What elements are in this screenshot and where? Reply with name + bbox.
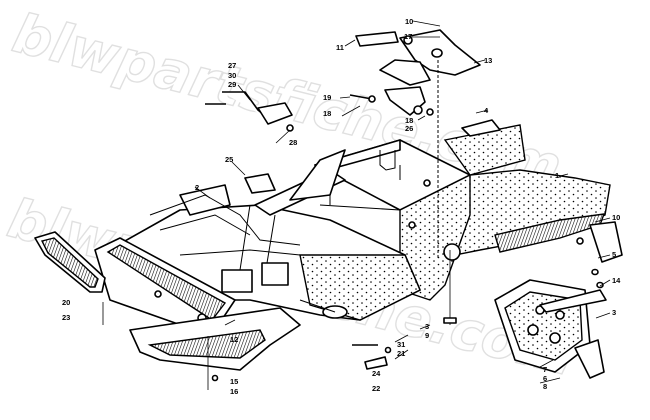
callout-10b: 10	[612, 213, 620, 222]
callout-25: 25	[225, 155, 233, 164]
callout-17: 17	[404, 32, 412, 41]
footrest	[494, 279, 607, 379]
callout-27: 27	[228, 61, 236, 70]
callout-1: 1	[555, 171, 559, 180]
callout-8: 8	[543, 382, 547, 391]
callout-10: 10	[405, 17, 413, 26]
callout-11: 11	[336, 43, 344, 52]
leader-lines	[194, 20, 611, 384]
steering-bracket	[355, 29, 481, 258]
left-bracket	[34, 231, 106, 325]
callout-19: 19	[323, 93, 331, 102]
right-bracket	[576, 221, 623, 289]
main-frame	[99, 149, 421, 321]
callout-3b: 3	[612, 308, 616, 317]
callout-labels: 10 17 11 13 4 1 2 25 27 30 29 28 19 18 1…	[62, 17, 621, 396]
callout-7: 7	[543, 365, 547, 374]
callout-21: 21	[397, 349, 405, 358]
plate-25	[244, 173, 276, 194]
callout-13: 13	[484, 56, 492, 65]
callout-18b: 18	[405, 116, 413, 125]
callout-4: 4	[484, 106, 489, 115]
callout-14: 14	[612, 276, 621, 285]
callout-30: 30	[228, 71, 236, 80]
callout-15: 15	[230, 377, 238, 386]
callout-6: 6	[543, 374, 547, 383]
callout-24: 24	[372, 369, 381, 378]
belly-pan	[129, 307, 301, 371]
callout-2: 2	[195, 183, 199, 192]
callout-31: 31	[397, 340, 405, 349]
linkage-parts	[349, 86, 434, 116]
callout-20: 20	[62, 298, 70, 307]
callout-26: 26	[405, 124, 413, 133]
front-bumper	[94, 237, 236, 331]
callout-23: 23	[62, 313, 70, 322]
plate-4	[461, 119, 501, 137]
callout-22: 22	[372, 384, 380, 393]
callout-28: 28	[289, 138, 297, 147]
small-hardware	[207, 250, 457, 390]
frame-tunnel	[314, 124, 611, 301]
cable-parts	[205, 91, 294, 132]
callout-29: 29	[228, 80, 236, 89]
callout-5: 5	[612, 250, 616, 259]
callout-16: 16	[230, 387, 238, 396]
callout-12: 12	[230, 335, 238, 344]
callout-18a: 18	[323, 109, 331, 118]
callout-3a: 3	[425, 322, 429, 331]
callout-9: 9	[425, 331, 429, 340]
